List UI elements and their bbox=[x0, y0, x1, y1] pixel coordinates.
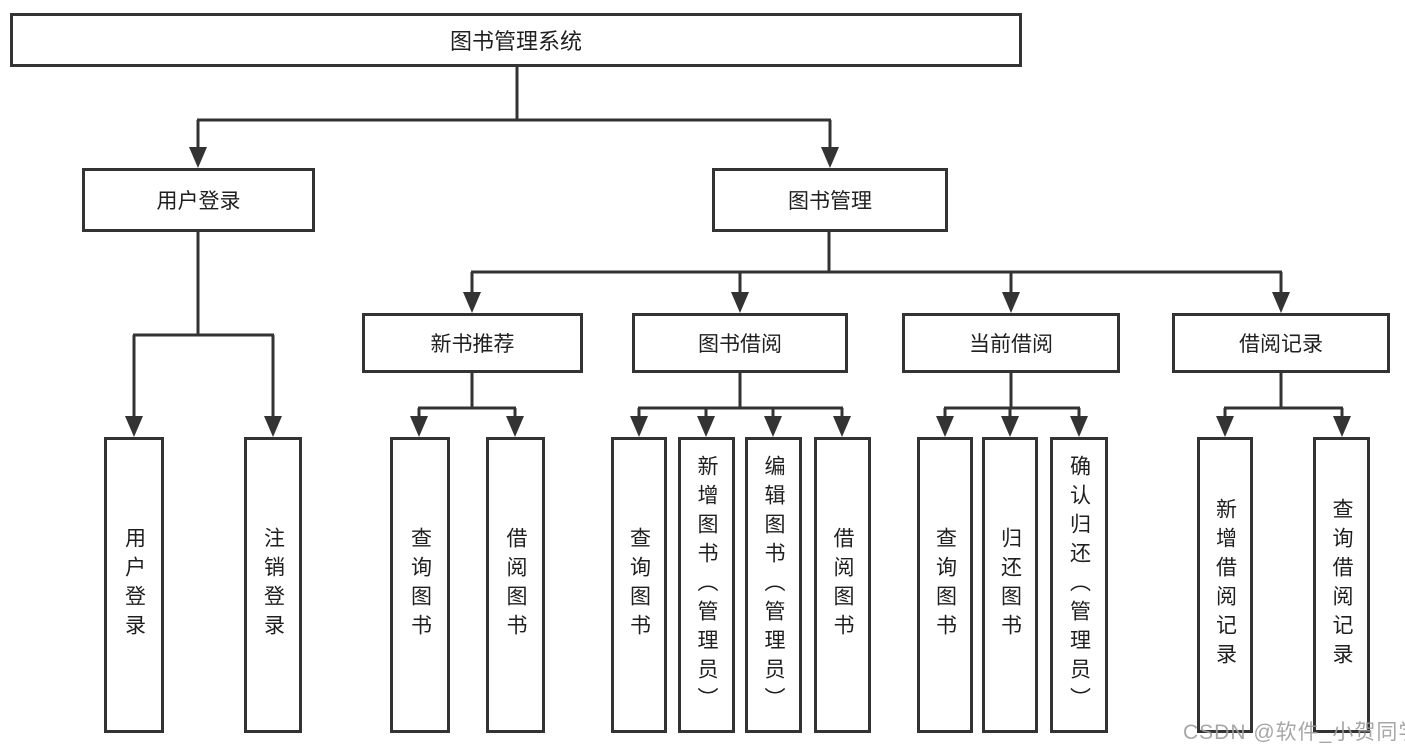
node-label: 新增借阅记录 bbox=[1213, 498, 1237, 672]
node-label: 图书管理 bbox=[788, 190, 872, 213]
node-label: 借阅图书 bbox=[504, 527, 528, 643]
node-label: 图书借阅 bbox=[698, 333, 782, 356]
node-user-login: 用户登录 bbox=[82, 168, 315, 232]
node-edit-books-admin: 编辑图书（管理员） bbox=[745, 437, 802, 733]
node-query-books-1: 查询图书 bbox=[390, 437, 450, 733]
node-label: 用户登录 bbox=[122, 527, 146, 643]
node-label: 图书管理系统 bbox=[449, 29, 582, 54]
node-label: 编辑图书（管理员） bbox=[762, 454, 786, 716]
node-label: 借阅图书 bbox=[831, 527, 855, 643]
node-label: 查询借阅记录 bbox=[1330, 498, 1354, 672]
node-borrow-books-2: 借阅图书 bbox=[814, 437, 871, 733]
node-label: 查询图书 bbox=[627, 527, 651, 643]
node-library-management-system: 图书管理系统 bbox=[10, 13, 1022, 67]
node-borrow-books-1: 借阅图书 bbox=[486, 437, 545, 733]
node-label: 用户登录 bbox=[156, 190, 241, 213]
node-label: 借阅记录 bbox=[1239, 333, 1323, 356]
node-label: 查询图书 bbox=[408, 527, 432, 643]
node-user-login-action: 用户登录 bbox=[104, 437, 164, 733]
node-label: 新书推荐 bbox=[430, 333, 515, 356]
node-borrowing-records: 借阅记录 bbox=[1172, 313, 1390, 373]
node-book-borrowing: 图书借阅 bbox=[632, 313, 848, 373]
node-book-management: 图书管理 bbox=[712, 168, 948, 232]
node-logout: 注销登录 bbox=[244, 437, 302, 733]
node-add-borrow-record: 新增借阅记录 bbox=[1197, 437, 1253, 733]
node-current-borrowing: 当前借阅 bbox=[902, 313, 1120, 373]
node-return-books: 归还图书 bbox=[982, 437, 1038, 733]
csdn-watermark: CSDN @软件_小贺同学 bbox=[1183, 721, 1405, 744]
node-confirm-return-admin: 确认归还（管理员） bbox=[1050, 437, 1108, 733]
node-label: 归还图书 bbox=[998, 527, 1022, 643]
node-label: 新增图书（管理员） bbox=[695, 454, 719, 716]
node-query-books-3: 查询图书 bbox=[917, 437, 973, 733]
node-new-book-recommend: 新书推荐 bbox=[362, 313, 583, 373]
node-label: 当前借阅 bbox=[969, 333, 1053, 356]
node-add-books-admin: 新增图书（管理员） bbox=[678, 437, 735, 733]
node-label: 查询图书 bbox=[933, 527, 957, 643]
node-query-books-2: 查询图书 bbox=[611, 437, 667, 733]
node-label: 注销登录 bbox=[261, 527, 285, 643]
node-label: 确认归还（管理员） bbox=[1067, 454, 1091, 716]
node-query-borrow-record: 查询借阅记录 bbox=[1313, 437, 1370, 733]
